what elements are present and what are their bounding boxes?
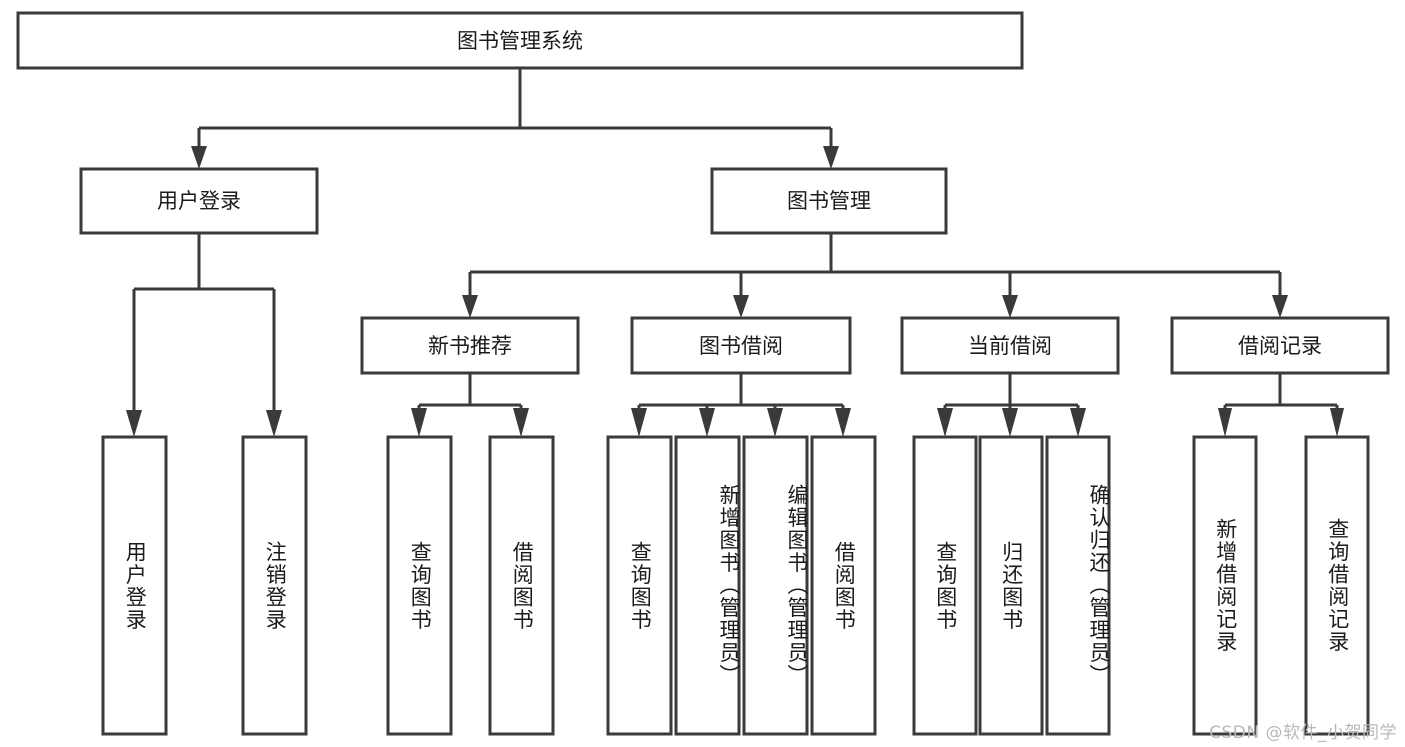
node-label-book-borrow: 图书借阅 [699,334,783,358]
node-box-leaf-query-book-3[interactable] [912,435,978,736]
node-box-leaf-borrow-book-1[interactable] [488,435,555,736]
arrow-to-leaf-borrow-book-2 [835,408,851,437]
arrow-to-leaf-edit-book [767,408,783,437]
node-label-new-book-recommend: 新书推荐 [428,334,512,358]
node-label-root: 图书管理系统 [457,29,583,53]
node-box-leaf-query-book-1[interactable] [386,435,453,736]
arrow-to-borrow-record [1272,295,1288,318]
node-box-root[interactable] [16,11,1024,70]
arrow-to-leaf-query-book-3 [937,408,953,437]
node-box-leaf-confirm-return[interactable] [1045,435,1111,736]
arrow-to-leaf-query-book-2 [631,408,647,437]
node-box-user-login[interactable] [79,167,319,235]
arrow-to-book-borrow [733,295,749,318]
node-label-book-management: 图书管理 [787,189,871,213]
arrow-to-leaf-query-book-1 [411,408,427,437]
node-box-book-borrow[interactable] [630,316,852,375]
node-box-leaf-query-book-2[interactable] [606,435,673,736]
connector-group-current-borrow-to-leaves [937,373,1086,437]
node-box-leaf-logout-login[interactable] [241,435,308,736]
arrow-to-leaf-confirm-return [1070,408,1086,437]
node-box-leaf-add-book[interactable] [674,435,741,736]
node-label-user-login: 用户登录 [157,189,241,213]
node-label-borrow-record: 借阅记录 [1238,334,1322,358]
node-box-leaf-query-record[interactable] [1304,435,1370,736]
connector-group-new-book-recommend-to-leaves [411,373,529,437]
connector-group-borrow-record-to-leaves [1218,373,1344,437]
csdn-watermark: CSDN @软件_小贺同学 [1209,723,1397,743]
node-box-leaf-return-book[interactable] [978,435,1044,736]
connector-group-root-to-level2 [191,68,839,169]
arrow-to-leaf-user-login [126,410,142,437]
node-box-leaf-user-login[interactable] [101,435,168,736]
arrow-to-leaf-query-record [1330,408,1344,437]
node-box-borrow-record[interactable] [1170,316,1390,375]
node-box-current-borrow[interactable] [900,316,1120,375]
arrow-to-current-borrow [1002,295,1018,318]
arrow-to-user-login [191,146,207,169]
arrow-to-leaf-borrow-book-1 [513,408,529,437]
connector-group-book-borrow-to-leaves [631,373,851,437]
arrow-to-leaf-logout-login [266,410,282,437]
connector-group-book-management-to-level3 [462,233,1288,318]
node-box-leaf-edit-book[interactable] [742,435,809,736]
arrow-to-leaf-add-record [1218,408,1232,437]
arrow-to-new-book-recommend [462,295,478,318]
arrow-to-book-management [823,146,839,169]
connector-group-user-login-to-leaves [126,233,282,437]
node-label-current-borrow: 当前借阅 [968,334,1052,358]
node-box-book-management[interactable] [710,167,948,235]
node-box-leaf-borrow-book-2[interactable] [810,435,877,736]
node-box-leaf-add-record[interactable] [1192,435,1258,736]
arrow-to-leaf-add-book [699,408,715,437]
node-box-new-book-recommend[interactable] [360,316,580,375]
arrow-to-leaf-return-book [1002,408,1018,437]
